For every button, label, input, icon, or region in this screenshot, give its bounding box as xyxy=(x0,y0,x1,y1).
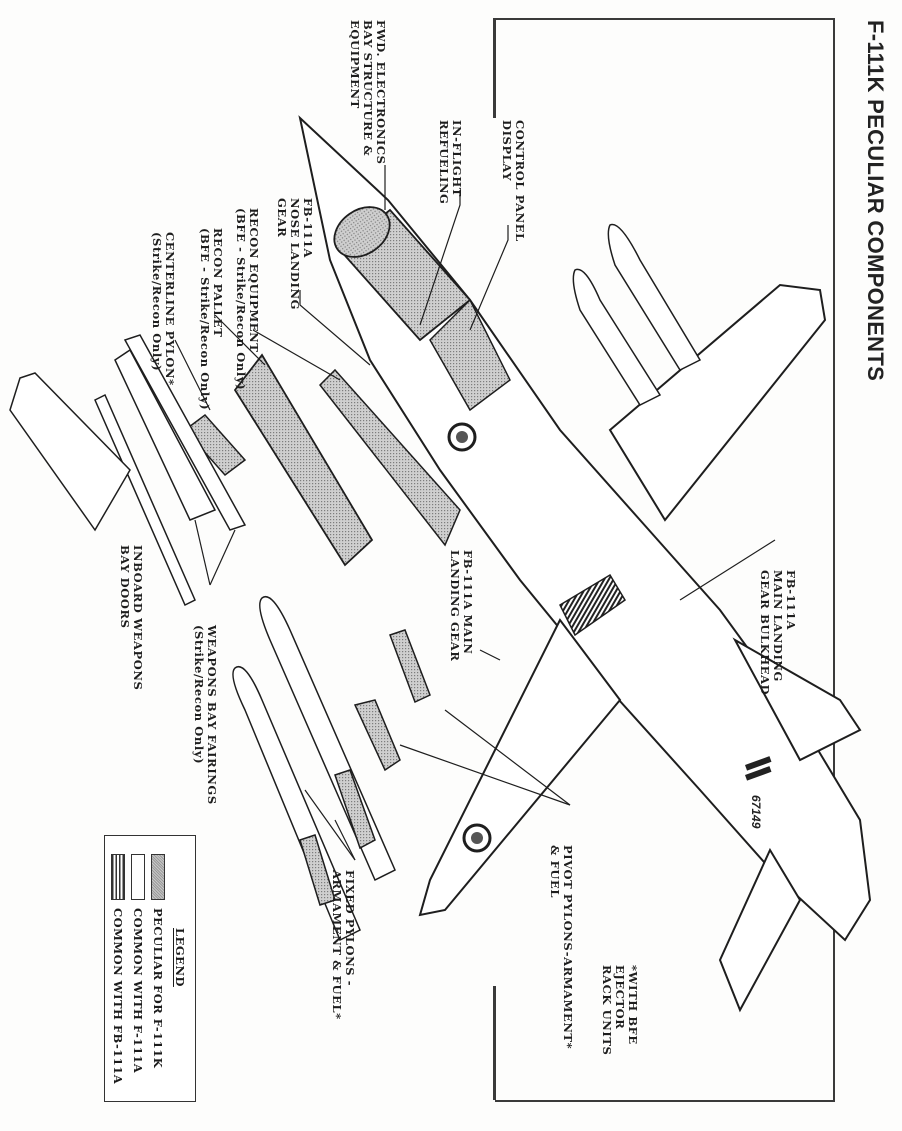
legend-item-f111a: COMMON WITH F-111A xyxy=(131,908,145,1074)
legend-item-peculiar: PECULIAR FOR F-111K xyxy=(151,908,165,1069)
fuselage xyxy=(298,115,872,942)
label-inboard-weapons-bay-doors: INBOARD WEAPONS BAY DOORS xyxy=(118,545,145,691)
border-frame xyxy=(495,18,835,1102)
left-tailplane xyxy=(718,847,802,1013)
label-fwd-electronics-bay: FWD. ELECTRONICS BAY STRUCTURE & EQUIPME… xyxy=(348,20,388,165)
centerline-pylon xyxy=(183,413,247,477)
label-main-landing-gear: FB-111A MAIN LANDING GEAR xyxy=(448,550,475,662)
legend-box: LEGEND PECULIAR FOR F-111K COMMON WITH F… xyxy=(104,835,196,1102)
main-landing-gear xyxy=(559,573,627,637)
label-bfe-note: *WITH BFE EJECTOR RACK UNITS xyxy=(600,965,640,1056)
label-recon-pallet: RECON PALLET (BFE - Strike/Recon Only) xyxy=(198,228,225,411)
recon-pallet xyxy=(233,353,374,567)
border-frame-left-upper xyxy=(493,18,496,118)
legend-item-fb111a: COMMON WITH FB-111A xyxy=(111,908,125,1085)
right-wing xyxy=(608,283,827,522)
label-nose-landing-gear: FB-111A NOSE LANDING GEAR xyxy=(275,198,315,311)
legend-swatch-peculiar xyxy=(151,854,165,900)
forward-electronics-bay xyxy=(333,206,472,342)
legend-title: LEGEND xyxy=(173,928,187,987)
label-recon-equipment: RECON EQUIPMENT (BFE - Strike/Recon Only… xyxy=(234,208,261,391)
leader-lines xyxy=(174,165,776,861)
label-pivot-pylons: PIVOT PYLONS-ARMAMENT* & FUEL xyxy=(548,845,575,1050)
roundel-forward xyxy=(447,422,477,452)
page-title: F-111K PECULIAR COMPONENTS xyxy=(863,20,888,382)
label-centerline-pylon: CENTERLINE PYLON* (Strike/Recon Only) xyxy=(150,232,177,386)
fin-flash xyxy=(744,756,772,781)
inboard-weapons-bay-doors xyxy=(9,348,217,532)
serial-number: 67149 xyxy=(749,795,763,829)
label-control-panel-display: CONTROL PANEL DISPLAY xyxy=(500,120,527,242)
pivot-pylons xyxy=(299,629,431,906)
cockpit-canopy xyxy=(429,298,511,412)
legend-swatch-f111a xyxy=(131,854,145,900)
upper-drop-tanks xyxy=(572,223,702,406)
legend-swatch-fb111a xyxy=(111,854,125,900)
roundel-wing xyxy=(462,823,492,853)
lower-drop-tanks xyxy=(232,596,396,942)
right-tailplane xyxy=(732,637,862,762)
label-in-flight-refueling: IN-FLIGHT REFUELING xyxy=(437,120,464,205)
label-fixed-pylons: FIXED PYLONS - ARMAMENT & FUEL* xyxy=(330,870,357,1020)
label-weapons-bay-fairings: WEAPONS BAY FAIRINGS (Strike/Recon Only) xyxy=(192,625,219,805)
recon-equipment xyxy=(319,368,461,547)
weapons-bay-fairings xyxy=(94,334,247,607)
label-main-gear-bulkhead: FB-111A MAIN LANDING GEAR BULKHEAD xyxy=(758,570,798,696)
border-frame-left-lower xyxy=(493,986,496,1100)
